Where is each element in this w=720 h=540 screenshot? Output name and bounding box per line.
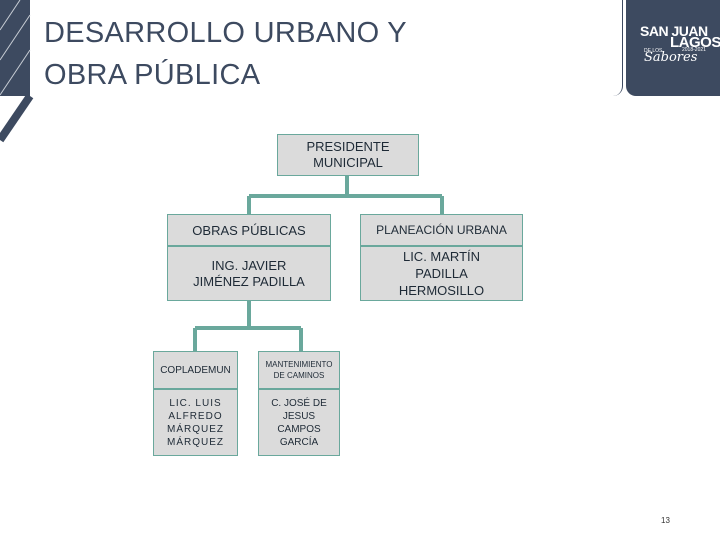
- node-planeacion-urbana: PLANEACIÓN URBANA: [360, 214, 523, 246]
- node-obras-label: OBRAS PÚBLICAS: [192, 222, 306, 238]
- node-planeacion-urbana-head: LIC. MARTÍN PADILLA HERMOSILLO: [360, 246, 523, 301]
- page-title: DESARROLLO URBANO Y OBRA PÚBLICA: [44, 12, 604, 96]
- node-coplademun: COPLADEMUN: [153, 351, 238, 389]
- node-obras-head-label: ING. JAVIER JIMÉNEZ PADILLA: [193, 257, 305, 289]
- logo-text-san-juan: SAN JUAN: [640, 23, 708, 39]
- node-presidente-label: PRESIDENTE MUNICIPAL: [306, 139, 390, 170]
- title-panel: [30, 0, 623, 96]
- page-title-line1: DESARROLLO URBANO Y: [44, 17, 407, 49]
- node-obras-publicas: OBRAS PÚBLICAS: [167, 214, 331, 246]
- logo-text-de-los: DE LOS: [644, 48, 663, 54]
- node-planeacion-head-label: LIC. MARTÍN PADILLA HERMOSILLO: [398, 249, 485, 298]
- page-number: 13: [661, 516, 670, 525]
- node-coplademun-head: LIC. LUIS ALFREDO MÁRQUEZ MÁRQUEZ: [153, 389, 238, 456]
- node-caminos-head-label: C. JOSÉ DE JESUS CAMPOS GARCÍA: [271, 397, 327, 448]
- node-presidente-municipal: PRESIDENTE MUNICIPAL: [277, 134, 419, 176]
- logo-panel: [626, 0, 720, 96]
- node-mantenimiento-caminos-head: C. JOSÉ DE JESUS CAMPOS GARCÍA: [258, 389, 340, 456]
- page-title-line2: OBRA PÚBLICA: [44, 59, 261, 91]
- node-coplademun-label: COPLADEMUN: [160, 364, 231, 376]
- decorative-stripes: [0, 0, 34, 143]
- node-obras-publicas-head: ING. JAVIER JIMÉNEZ PADILLA: [167, 246, 331, 301]
- node-caminos-label: MANTENIMIENTO DE CAMINOS: [265, 360, 333, 380]
- node-mantenimiento-caminos: MANTENIMIENTO DE CAMINOS: [258, 351, 340, 389]
- node-coplademun-head-label: LIC. LUIS ALFREDO MÁRQUEZ MÁRQUEZ: [167, 397, 224, 448]
- logo-signature: Sabores: [644, 50, 698, 65]
- logo-text-lagos: LAGOS: [670, 34, 720, 51]
- node-planeacion-label: PLANEACIÓN URBANA: [376, 223, 507, 237]
- logo-text-years: 2018-2021: [682, 47, 706, 53]
